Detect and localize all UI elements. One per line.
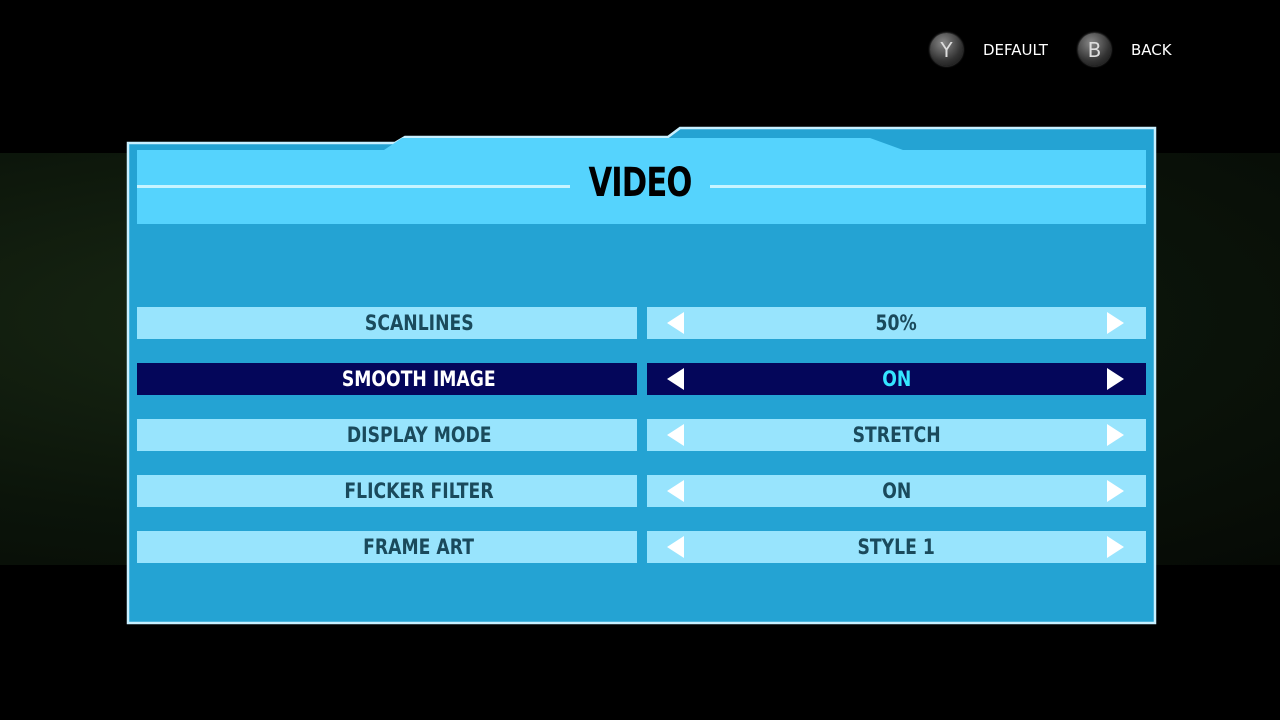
left-arrow-icon[interactable] [667,368,684,390]
right-arrow-icon[interactable] [1107,312,1124,334]
back-hint[interactable]: B BACK [1078,33,1172,66]
left-arrow-icon[interactable] [667,536,684,558]
back-label: BACK [1131,40,1172,59]
option-value: ON [881,479,912,503]
option-label: SCANLINES [364,311,474,335]
right-arrow-icon[interactable] [1107,480,1124,502]
right-arrow-icon[interactable] [1107,368,1124,390]
b-button-icon: B [1078,33,1111,66]
left-arrow-icon[interactable] [667,424,684,446]
option-label: SMOOTH IMAGE [342,367,496,391]
default-label: DEFAULT [983,40,1048,59]
option-value: ON [881,367,912,391]
option-value: STYLE 1 [857,535,936,559]
option-label: DISPLAY MODE [346,423,492,447]
option-label: FLICKER FILTER [344,479,494,503]
right-arrow-icon[interactable] [1107,536,1124,558]
option-scanlines[interactable]: SCANLINES 50% [137,307,1146,339]
option-display-mode[interactable]: DISPLAY MODE STRETCH [137,419,1146,451]
page-title: VIDEO [588,160,692,206]
option-smooth-image[interactable]: SMOOTH IMAGE ON [137,363,1146,395]
left-arrow-icon[interactable] [667,312,684,334]
default-hint[interactable]: Y DEFAULT [930,33,1048,66]
y-button-icon: Y [930,33,963,66]
right-arrow-icon[interactable] [1107,424,1124,446]
option-value: STRETCH [852,423,941,447]
option-frame-art[interactable]: FRAME ART STYLE 1 [137,531,1146,563]
option-value: 50% [875,311,918,335]
option-label: FRAME ART [363,535,475,559]
option-flicker-filter[interactable]: FLICKER FILTER ON [137,475,1146,507]
left-arrow-icon[interactable] [667,480,684,502]
